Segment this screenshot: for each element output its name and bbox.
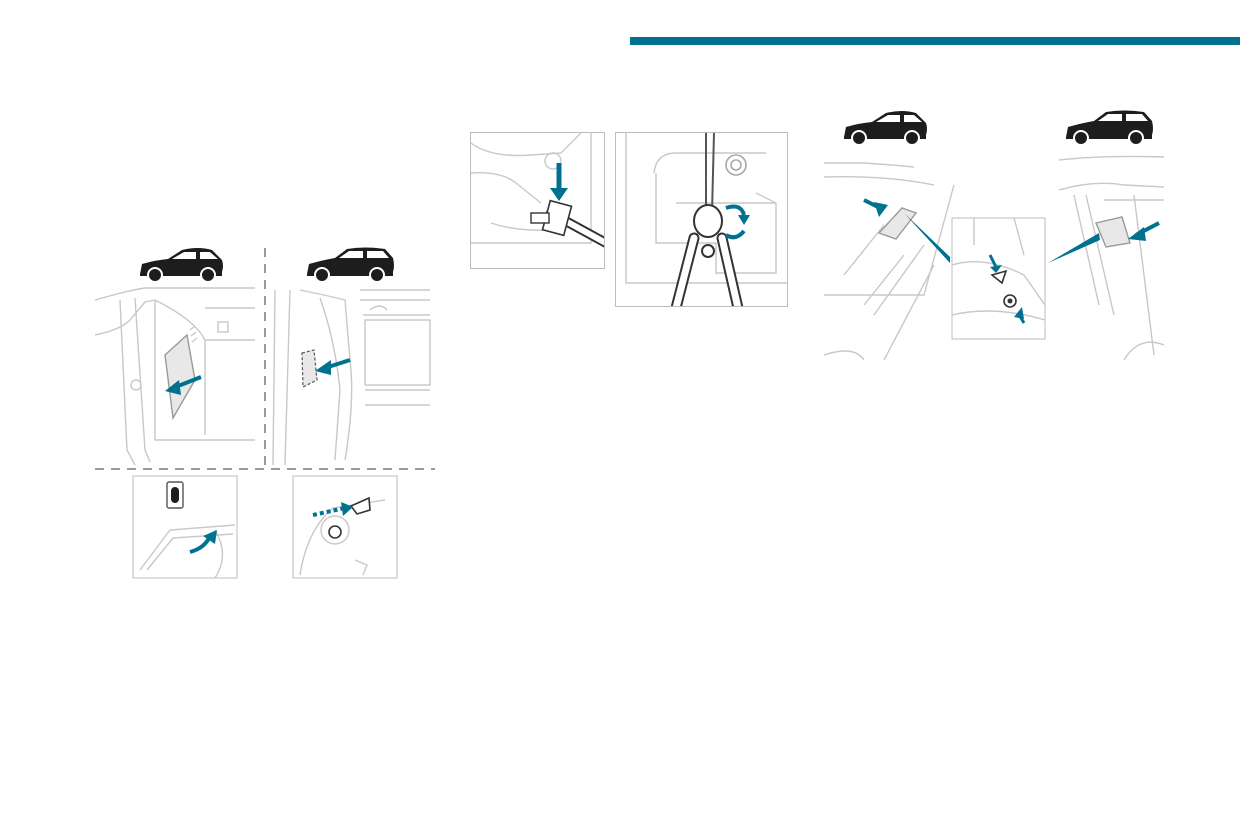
pliers-detail-panel: [615, 132, 788, 307]
rotate-arrow-icon: [724, 204, 750, 240]
left-illustration-group: [95, 240, 435, 585]
header-accent-bar: [630, 37, 1240, 45]
connector-detail-panel: [470, 132, 605, 269]
right-illustration-group: [824, 105, 1164, 365]
suv-car-icon: [307, 247, 394, 283]
suv-car-icon: [1066, 110, 1153, 146]
hatchback-car-icon: [140, 248, 223, 283]
left-illustration: [95, 247, 435, 579]
hatchback-car-icon: [844, 111, 927, 146]
